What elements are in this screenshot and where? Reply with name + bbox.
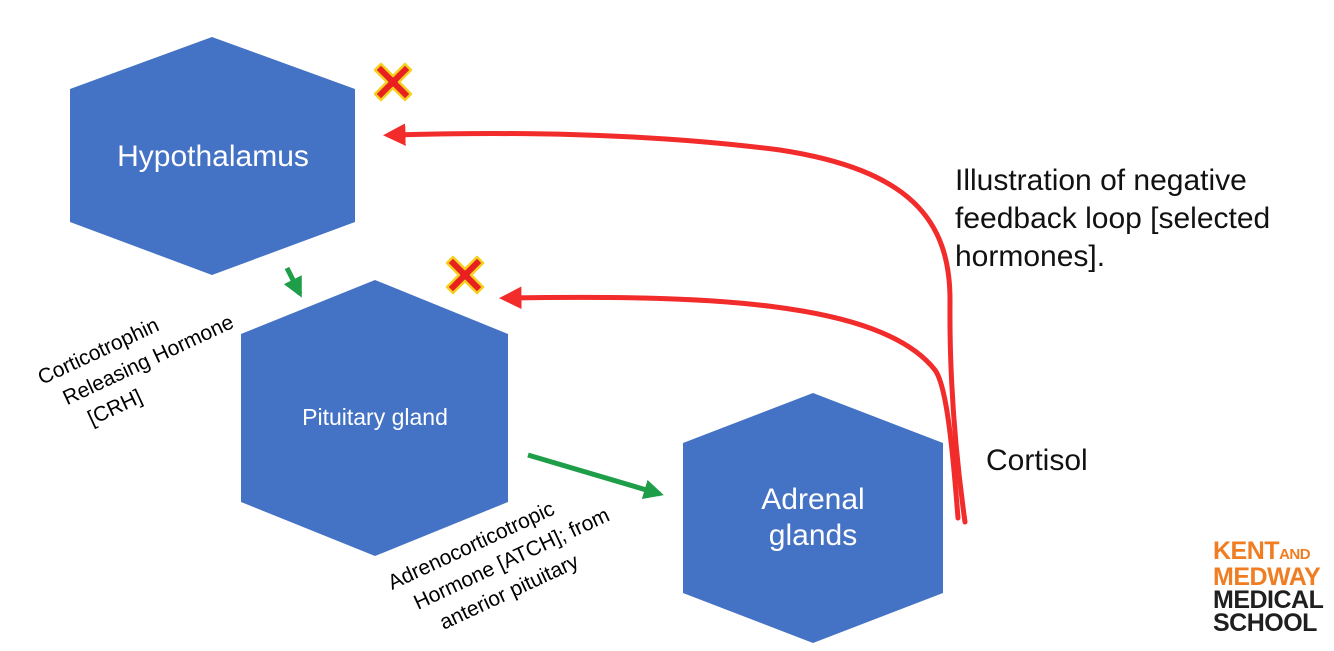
cross-mark-icon bbox=[445, 255, 485, 295]
adrenal-label-line2: glands bbox=[769, 519, 857, 552]
logo-line-medway: MEDWAY bbox=[1213, 563, 1321, 591]
cortisol-feedback-to-hypothalamus bbox=[383, 123, 968, 525]
adrenal-label-line1: Adrenal bbox=[761, 483, 864, 516]
logo-line-medical: MEDICAL bbox=[1213, 586, 1324, 614]
crh-arrow bbox=[283, 266, 303, 298]
logo-line-school: SCHOOL bbox=[1213, 609, 1317, 637]
pituitary-label: Pituitary gland bbox=[302, 404, 448, 430]
pituitary-node bbox=[241, 280, 508, 556]
cross-mark-icon bbox=[373, 62, 413, 102]
crh-label: Corticotrophin Releasing Hormone [CRH] bbox=[34, 311, 237, 431]
hypothalamus-node bbox=[70, 37, 355, 275]
logo-line-kent: KENTAND bbox=[1213, 537, 1311, 565]
adrenal-node bbox=[683, 393, 943, 643]
hypothalamus-label: Hypothalamus bbox=[117, 140, 309, 173]
diagram-caption: Illustration of negative feedback loop [… bbox=[955, 164, 1271, 273]
school-logo: KENTAND MEDWAY MEDICAL SCHOOL bbox=[1213, 537, 1324, 637]
cortisol-label: Cortisol bbox=[986, 444, 1088, 477]
acth-arrow bbox=[527, 452, 664, 500]
cortisol-feedback-to-pituitary bbox=[499, 286, 961, 521]
